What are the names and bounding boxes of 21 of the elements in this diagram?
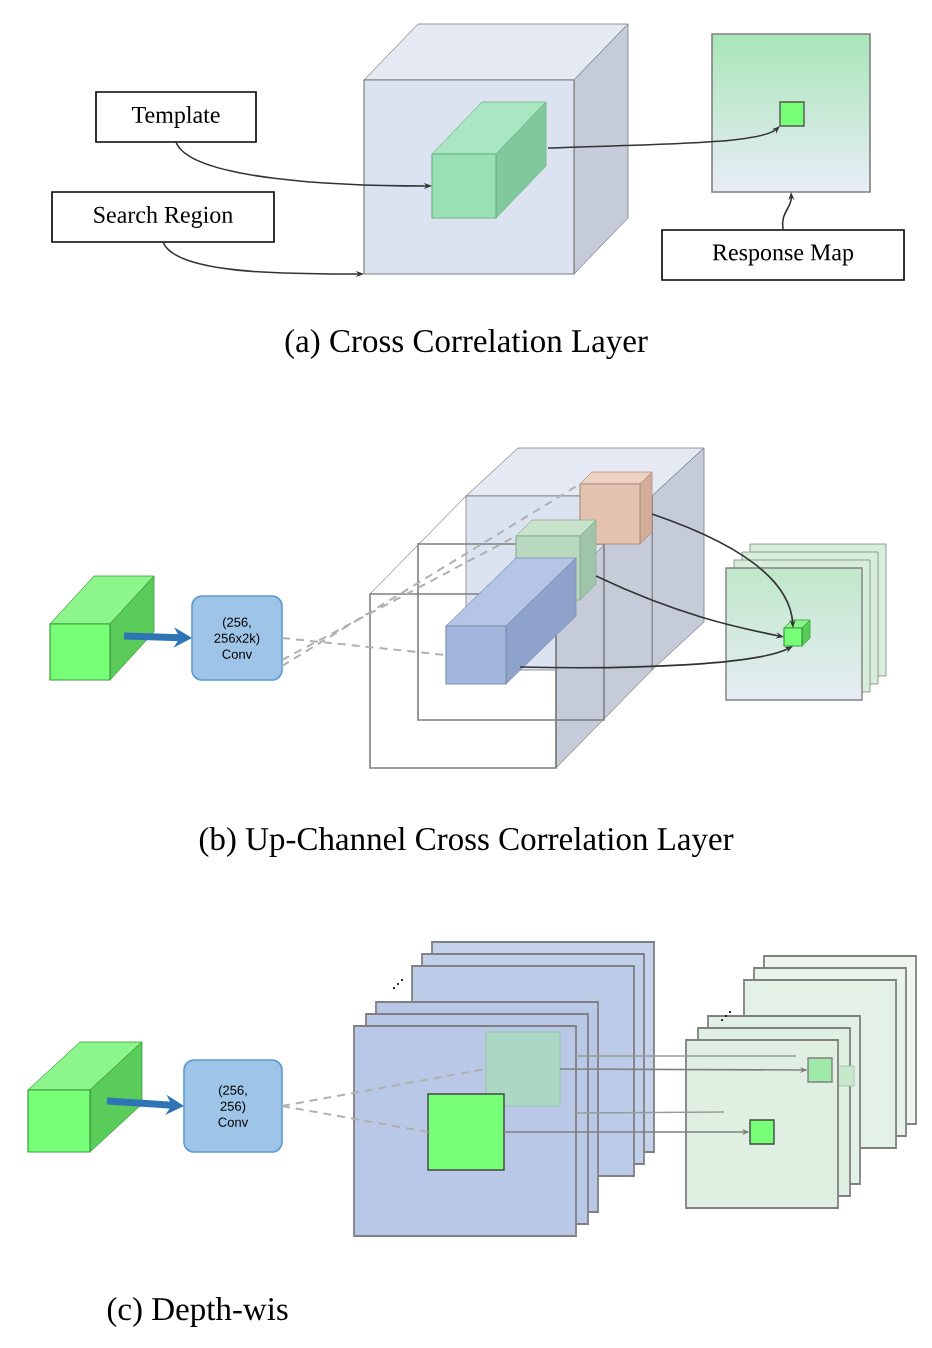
template-cube	[431, 101, 547, 219]
small-cube	[783, 619, 811, 647]
label-box: Response Map	[661, 229, 905, 281]
square	[749, 1119, 775, 1145]
response-map	[711, 33, 871, 193]
plane-stack	[685, 955, 917, 1209]
label-box: Search Region	[51, 191, 275, 243]
subfigure-caption: (c) Depth-wis	[107, 1297, 288, 1327]
input-cube	[49, 575, 155, 681]
block	[579, 471, 653, 545]
square	[485, 1031, 561, 1107]
square	[427, 1093, 505, 1171]
label-box: Template	[95, 91, 257, 143]
square	[807, 1057, 833, 1083]
block	[445, 557, 577, 685]
arrow	[547, 126, 780, 149]
subfigure-caption: (a) Cross Correlation Layer	[285, 329, 648, 359]
peak-square	[779, 101, 805, 127]
response-stack	[725, 543, 887, 701]
input-cube	[27, 1041, 143, 1153]
subfigure-caption: (b) Up-Channel Cross Correlation Layer	[199, 827, 734, 857]
